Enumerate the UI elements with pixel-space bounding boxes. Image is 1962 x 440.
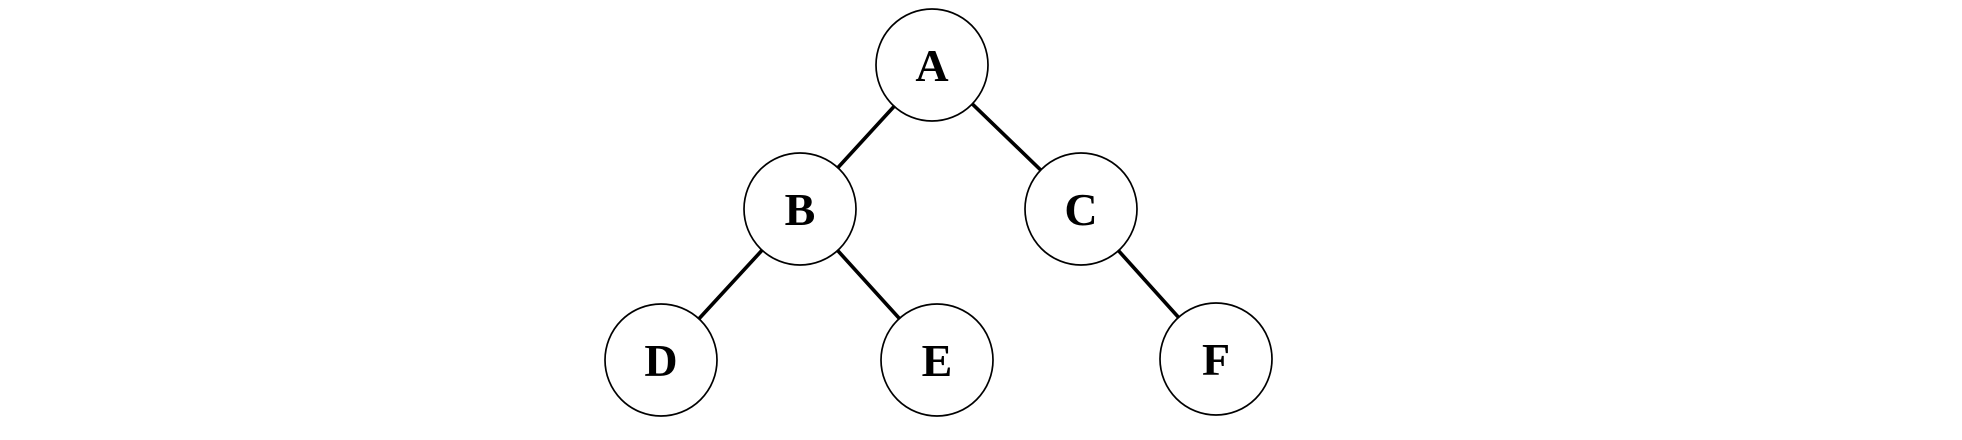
- tree-node-label-b: B: [785, 184, 816, 235]
- tree-node-circle-c: [1024, 152, 1138, 266]
- tree-node-circle-b: [743, 152, 857, 266]
- tree-node-label-f: F: [1202, 334, 1230, 385]
- tree-node-b: B: [743, 152, 857, 266]
- tree-node-circle-d: [604, 303, 718, 417]
- tree-node-circle-a: [875, 8, 989, 122]
- tree-node-circle-f: [1159, 302, 1273, 416]
- tree-node-c: C: [1024, 152, 1138, 266]
- tree-node-label-e: E: [922, 335, 953, 386]
- tree-node-circle-e: [880, 303, 994, 417]
- tree-node-e: E: [880, 303, 994, 417]
- tree-node-d: D: [604, 303, 718, 417]
- tree-node-label-d: D: [644, 335, 677, 386]
- tree-node-label-a: A: [915, 40, 948, 91]
- tree-node-a: A: [875, 8, 989, 122]
- tree-node-f: F: [1159, 302, 1273, 416]
- tree-node-label-c: C: [1064, 184, 1097, 235]
